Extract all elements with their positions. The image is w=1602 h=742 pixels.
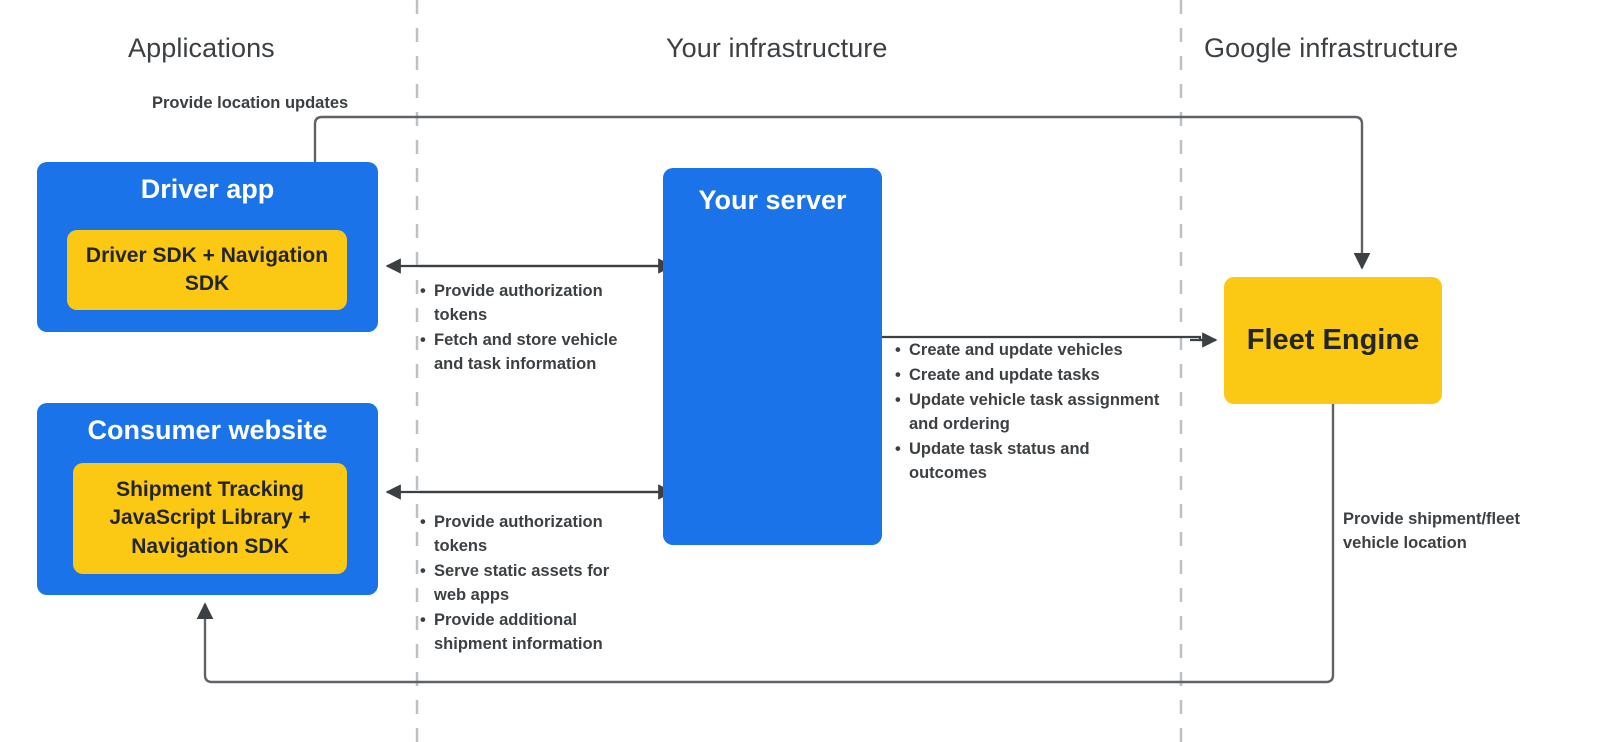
bullet-item: Serve static assets for web apps [420,560,645,608]
bullet-item: Create and update vehicles [895,339,1160,363]
column-header-google-infrastructure: Google infrastructure [1204,33,1459,63]
bullet-item: Provide authorization tokens [420,511,645,559]
node-your-server-title: Your server [698,185,847,215]
bullet-item: Update task status and outcomes [895,438,1160,486]
bullet-item: Update vehicle task assignment and order… [895,389,1160,437]
node-consumer-website[interactable]: Consumer website Shipment Tracking JavaS… [37,403,378,595]
column-header-applications: Applications [128,33,275,63]
edge-bullets-server-to-fleet: Create and update vehiclesCreate and upd… [895,339,1160,487]
bullet-item: Create and update tasks [895,364,1160,388]
edge-bullets-server-to-consumer: Provide authorization tokensServe static… [420,511,645,658]
edge-label-provide-shipment-fleet-vehicle-location: Provide shipment/fleet vehicle location [1343,510,1520,552]
node-driver-app[interactable]: Driver app Driver SDK + Navigation SDK [37,162,378,332]
edge-label-provide-location-updates: Provide location updates [152,94,349,112]
node-consumer-website-title: Consumer website [87,415,328,445]
node-fleet-engine-title: Fleet Engine [1246,324,1420,356]
edge-bullets-server-to-driver: Provide authorization tokensFetch and st… [420,280,645,378]
node-shipment-tracking-js-library[interactable]: Shipment Tracking JavaScript Library + N… [73,463,347,574]
column-header-your-infrastructure: Your infrastructure [666,33,888,63]
bullet-item: Provide authorization tokens [420,280,645,328]
node-fleet-engine[interactable]: Fleet Engine [1224,277,1442,404]
node-driver-app-title: Driver app [140,174,275,204]
node-driver-sdk-navigation-sdk[interactable]: Driver SDK + Navigation SDK [67,230,347,310]
bullet-item: Fetch and store vehicle and task informa… [420,329,645,377]
node-your-server[interactable]: Your server [663,168,882,545]
bullet-item: Provide additional shipment information [420,609,645,657]
